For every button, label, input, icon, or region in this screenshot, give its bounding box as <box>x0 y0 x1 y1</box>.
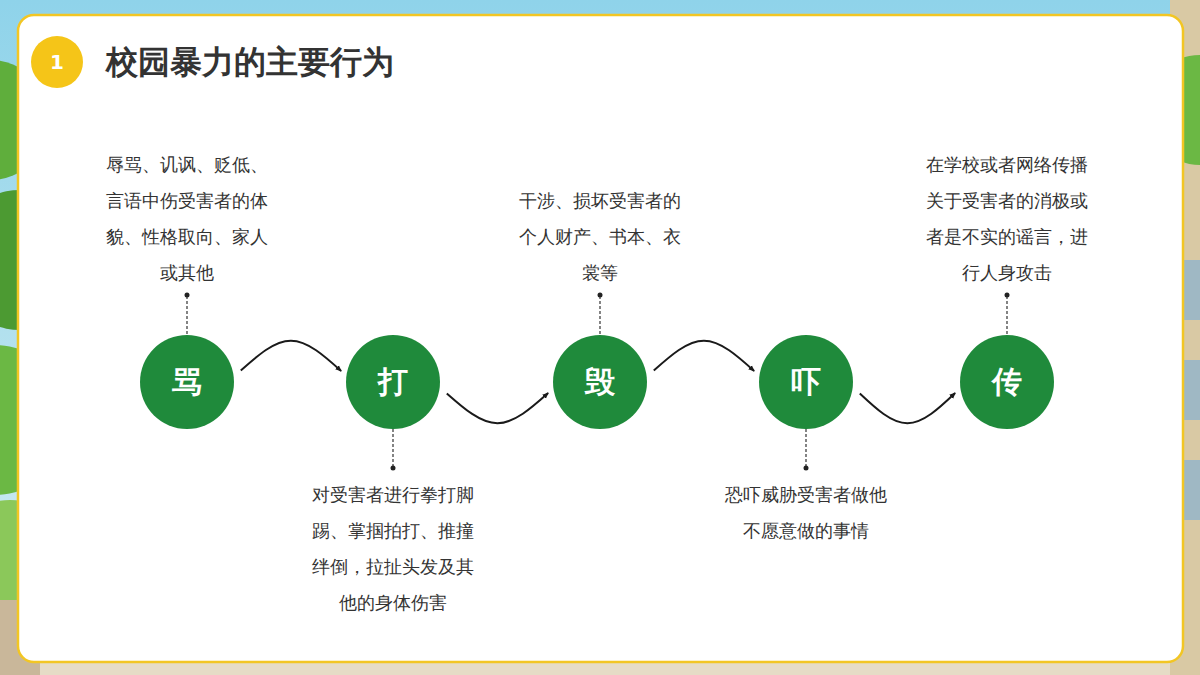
leader-line <box>388 429 398 473</box>
leader-dot <box>598 293 603 298</box>
behavior-circle: 毁干涉、损坏受害者的个人财产、书本、衣裳等 <box>553 335 647 429</box>
behavior-description: 恐吓威胁受害者做他不愿意做的事情 <box>720 477 892 549</box>
leader-dot <box>391 466 396 471</box>
leader-line <box>182 291 192 335</box>
number-badge: 1 <box>31 36 83 88</box>
behavior-label: 骂 <box>172 367 202 397</box>
flow-arrow <box>447 393 548 423</box>
flow-arrow <box>654 341 754 371</box>
leader-line <box>1002 291 1012 335</box>
leader-dash <box>186 296 187 335</box>
behavior-circle: 骂辱骂、讥讽、贬低、言语中伤受害者的体貌、性格取向、家人或其他 <box>140 335 234 429</box>
slide-title: 校园暴力的主要行为 <box>106 40 394 84</box>
leader-dash <box>599 296 600 335</box>
behavior-description: 辱骂、讥讽、贬低、言语中伤受害者的体貌、性格取向、家人或其他 <box>101 147 273 291</box>
behavior-label: 吓 <box>791 367 821 397</box>
leader-dash <box>392 429 393 467</box>
callout-number: 1 <box>50 52 64 72</box>
behavior-description: 对受害者进行拳打脚踢、掌掴拍打、推撞绊倒，拉扯头发及其他的身体伤害 <box>307 477 479 621</box>
behavior-label: 毁 <box>585 367 615 397</box>
flow-arrow <box>241 341 341 371</box>
behavior-label: 传 <box>992 367 1022 397</box>
behavior-circle: 打对受害者进行拳打脚踢、掌掴拍打、推撞绊倒，拉扯头发及其他的身体伤害 <box>346 335 440 429</box>
behavior-circle: 传在学校或者网络传播关于受害者的消极或者是不实的谣言，进行人身攻击 <box>960 335 1054 429</box>
leader-line <box>801 429 811 473</box>
behavior-description: 干涉、损坏受害者的个人财产、书本、衣裳等 <box>514 183 686 291</box>
flow-arrow <box>860 393 955 423</box>
behavior-circle: 吓恐吓威胁受害者做他不愿意做的事情 <box>759 335 853 429</box>
leader-line <box>595 291 605 335</box>
leader-dot <box>185 293 190 298</box>
leader-dash <box>805 429 806 467</box>
leader-dot <box>804 466 809 471</box>
slide-panel <box>18 15 1183 662</box>
behavior-label: 打 <box>378 367 408 397</box>
leader-dot <box>1005 293 1010 298</box>
behavior-description: 在学校或者网络传播关于受害者的消极或者是不实的谣言，进行人身攻击 <box>921 147 1093 291</box>
leader-dash <box>1006 296 1007 335</box>
